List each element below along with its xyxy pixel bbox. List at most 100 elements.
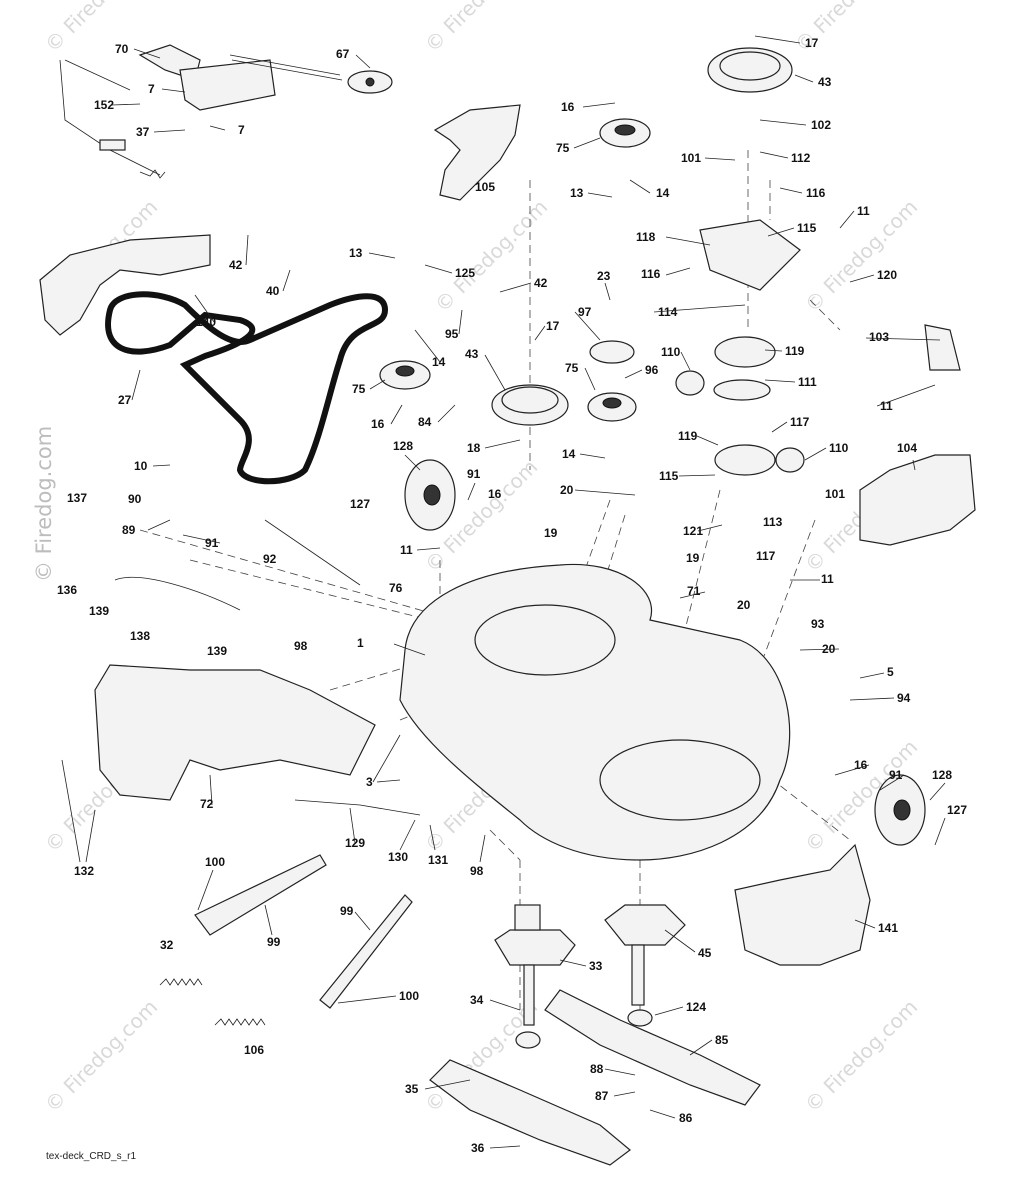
part-label: 131 xyxy=(428,853,448,867)
part-label: 99 xyxy=(267,935,281,949)
belt-guard xyxy=(39,234,211,336)
deflector-141 xyxy=(734,843,871,966)
part-label: 120 xyxy=(877,268,897,282)
part-label: 136 xyxy=(57,583,77,597)
leader-lines xyxy=(61,35,946,1149)
part-label: 11 xyxy=(857,204,870,218)
part-label: 75 xyxy=(556,141,570,155)
part-label: 33 xyxy=(589,959,603,973)
part-label: 70 xyxy=(115,42,129,56)
part-label: 121 xyxy=(683,524,703,538)
part-label: 43 xyxy=(818,75,832,89)
deck-spindle-well-right xyxy=(599,739,761,821)
discharge-chute xyxy=(94,664,376,801)
part-label: 106 xyxy=(244,1043,264,1057)
part-label: 91 xyxy=(889,768,903,782)
part-label: 16 xyxy=(561,100,575,114)
part-label: 127 xyxy=(350,497,370,511)
part-label: 139 xyxy=(89,604,109,618)
part-label: 91 xyxy=(467,467,481,481)
rod-92 xyxy=(264,519,361,586)
part-label: 34 xyxy=(470,993,484,1007)
part-label: 20 xyxy=(560,483,574,497)
part-label: 95 xyxy=(445,327,459,341)
lift-linkage xyxy=(59,44,393,179)
part-label: 100 xyxy=(205,855,225,869)
idler-cover xyxy=(433,104,521,201)
part-label: 92 xyxy=(263,552,277,566)
part-label: 115 xyxy=(659,469,679,483)
part-label: 101 xyxy=(681,151,701,165)
part-label: 14 xyxy=(656,186,670,200)
part-label: 3 xyxy=(366,775,373,789)
part-label: 42 xyxy=(534,276,548,290)
part-label: 27 xyxy=(118,393,132,407)
part-label: 19 xyxy=(686,551,700,565)
part-label: 114 xyxy=(658,305,678,319)
part-label: 85 xyxy=(715,1033,729,1047)
part-label: 75 xyxy=(352,382,366,396)
part-label: 119 xyxy=(785,344,805,358)
part-label: 17 xyxy=(546,319,560,333)
part-label: 40 xyxy=(266,284,280,298)
part-label: 96 xyxy=(645,363,659,377)
part-label: 14 xyxy=(562,447,576,461)
part-label: 19 xyxy=(544,526,558,540)
rod-129 xyxy=(294,799,421,816)
drawing-code: tex-deck_CRD_s_r1 xyxy=(46,1151,137,1162)
part-label: 137 xyxy=(67,491,87,505)
part-label: 111 xyxy=(798,375,817,389)
part-label: 112 xyxy=(791,151,811,165)
hitch-arm-lower xyxy=(319,894,413,1009)
spring-32 xyxy=(159,978,203,986)
part-label: 18 xyxy=(467,441,481,455)
part-label: 72 xyxy=(200,797,214,811)
gauge-wheels xyxy=(404,459,926,846)
part-label: 91 xyxy=(205,536,219,550)
part-label: 35 xyxy=(405,1082,419,1096)
part-label: 124 xyxy=(686,1000,706,1014)
part-label: 86 xyxy=(679,1111,693,1125)
part-label: 104 xyxy=(897,441,917,455)
part-label: 99 xyxy=(340,904,354,918)
part-label: 13 xyxy=(570,186,584,200)
part-label: 128 xyxy=(932,768,952,782)
part-label: 7 xyxy=(148,82,155,96)
part-label: 113 xyxy=(763,515,783,529)
part-label: 11 xyxy=(880,399,893,413)
part-label: 23 xyxy=(597,269,611,283)
bracket-103 xyxy=(924,324,961,371)
part-label: 76 xyxy=(389,581,403,595)
part-label: 5 xyxy=(887,665,894,679)
part-label: 102 xyxy=(811,118,831,132)
part-label: 89 xyxy=(122,523,136,537)
part-label: 110 xyxy=(661,345,681,359)
part-label: 16 xyxy=(854,758,868,772)
part-label: 97 xyxy=(578,305,592,319)
part-label: 140 xyxy=(196,315,216,329)
spindle-housings xyxy=(494,904,686,1049)
spindle-cover-104 xyxy=(859,454,976,546)
part-label: 98 xyxy=(470,864,484,878)
spring-106 xyxy=(214,1018,266,1026)
part-label: 117 xyxy=(790,415,810,429)
part-label: 138 xyxy=(130,629,150,643)
part-label: 7 xyxy=(238,123,245,137)
part-label: 11 xyxy=(400,543,413,557)
part-label: 16 xyxy=(371,417,385,431)
part-label: 11 xyxy=(821,572,834,586)
part-label: 130 xyxy=(388,850,408,864)
part-label: 84 xyxy=(418,415,432,429)
part-label: 36 xyxy=(471,1141,485,1155)
part-label: 128 xyxy=(393,439,413,453)
hitch-arm-upper xyxy=(194,854,327,936)
part-label: 105 xyxy=(475,180,495,194)
part-label: 98 xyxy=(294,639,308,653)
part-label: 117 xyxy=(756,549,776,563)
part-label: 45 xyxy=(698,946,712,960)
part-label: 67 xyxy=(336,47,350,61)
part-label: 110 xyxy=(829,441,849,455)
blade-35 xyxy=(429,1059,631,1166)
part-label: 14 xyxy=(432,355,446,369)
part-label: 43 xyxy=(465,347,479,361)
